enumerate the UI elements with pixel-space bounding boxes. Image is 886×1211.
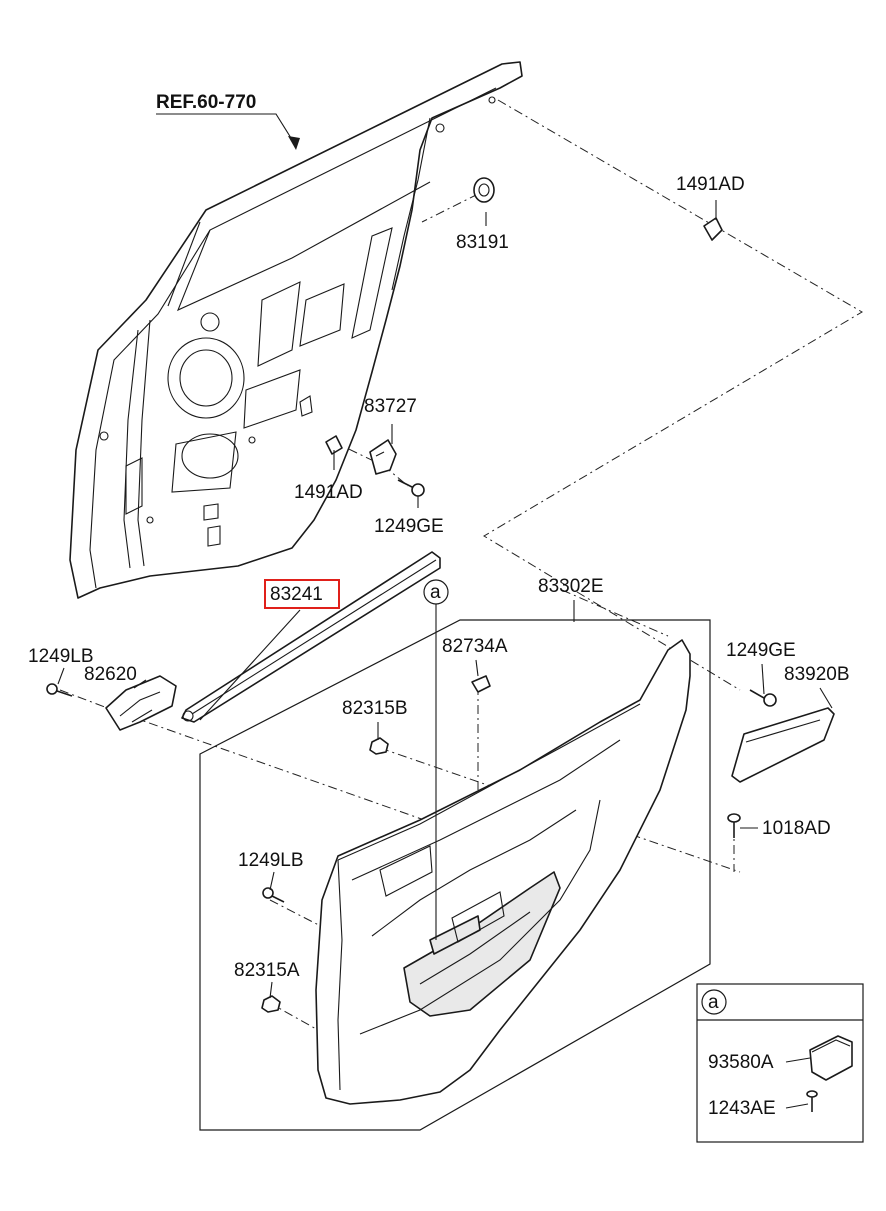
label-83302E: 83302E xyxy=(538,576,604,597)
ref-arrow-icon xyxy=(288,136,300,150)
label-1491AD-top: 1491AD xyxy=(676,174,745,195)
label-82315B: 82315B xyxy=(342,698,408,719)
label-1249LB-left: 1249LB xyxy=(28,646,94,667)
clip-1491AD-top xyxy=(703,217,723,241)
screw-1249LB-left xyxy=(46,683,73,697)
inside-handle-82620 xyxy=(105,675,177,731)
label-83727: 83727 xyxy=(364,396,417,417)
door-trim-panel xyxy=(315,639,691,1105)
label-detail-a: a xyxy=(708,992,719,1013)
label-83191: 83191 xyxy=(456,232,509,253)
label-83920B: 83920B xyxy=(784,664,850,685)
detail-box-a xyxy=(696,983,864,1143)
label-83241: 83241 xyxy=(270,584,323,605)
label-1243AE: 1243AE xyxy=(708,1098,776,1119)
label-1491AD-mid: 1491AD xyxy=(294,482,363,503)
nut-82315A xyxy=(261,995,281,1013)
door-frame xyxy=(69,61,523,599)
label-1018AD: 1018AD xyxy=(762,818,831,839)
label-93580A: 93580A xyxy=(708,1052,774,1073)
label-82315A: 82315A xyxy=(234,960,300,981)
cover-83920B xyxy=(731,707,835,783)
label-circle-a: a xyxy=(430,582,441,603)
screw-1249GE-right xyxy=(749,689,777,707)
nut-82315B xyxy=(369,737,389,755)
clip-1491AD-mid xyxy=(325,435,343,455)
bracket-83727 xyxy=(369,439,397,475)
label-ref: REF.60-770 xyxy=(156,92,256,113)
clip-82734A xyxy=(471,675,491,693)
screw-1249LB-mid xyxy=(262,887,285,903)
circle-a-marker xyxy=(423,579,449,940)
label-1249LB-mid: 1249LB xyxy=(238,850,304,871)
trim-panel-box xyxy=(199,619,711,1131)
screw-1018AD xyxy=(727,813,741,838)
label-1249GE-right: 1249GE xyxy=(726,640,796,661)
highlight-box-83241 xyxy=(264,579,340,609)
grommet-83191 xyxy=(473,177,495,203)
leader-lines xyxy=(57,113,833,1109)
label-82620: 82620 xyxy=(84,664,137,685)
label-82734A: 82734A xyxy=(442,636,508,657)
label-1249GE-mid: 1249GE xyxy=(374,516,444,537)
weatherstrip-83241 xyxy=(181,551,441,723)
screw-1249GE-mid xyxy=(397,479,425,497)
